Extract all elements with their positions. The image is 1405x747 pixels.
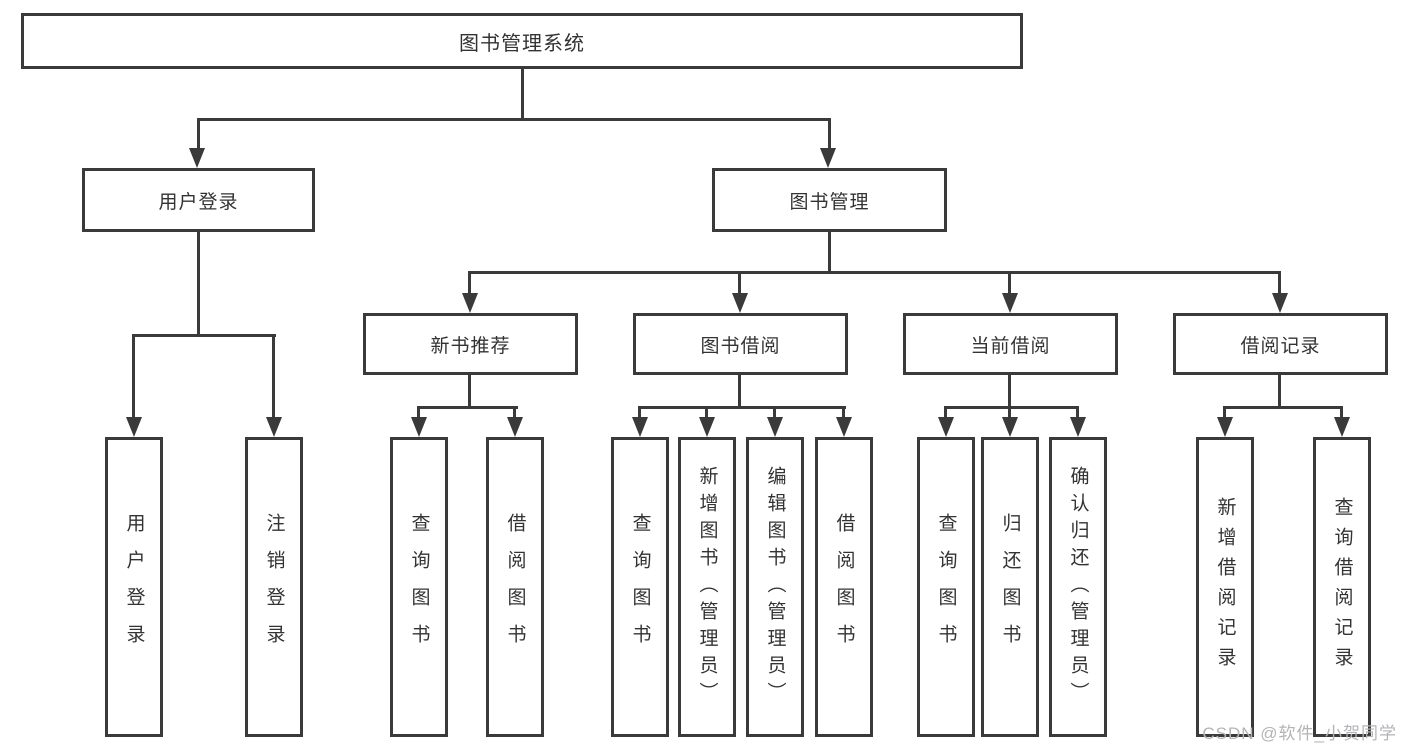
node-book-borrow-label: 图书借阅 bbox=[700, 335, 781, 357]
connector-line bbox=[638, 406, 846, 409]
node-current-borrow: 当前借阅 bbox=[903, 313, 1118, 375]
connector-line bbox=[705, 406, 708, 421]
leaf-add-book-admin: 新增图书（管理员） bbox=[678, 437, 736, 737]
leaf-user-login-label: 用户登录 bbox=[123, 513, 145, 661]
connector-line bbox=[944, 406, 1079, 409]
connector-line bbox=[1008, 406, 1011, 421]
leaf-query-books-borrow-label: 查询图书 bbox=[629, 513, 651, 661]
leaf-query-books-current: 查询图书 bbox=[917, 437, 975, 737]
connector-line bbox=[468, 375, 471, 408]
leaf-query-books-recommend: 查询图书 bbox=[390, 437, 448, 737]
leaf-borrow-books-label: 借阅图书 bbox=[833, 513, 855, 661]
arrow-down-icon bbox=[732, 293, 748, 313]
connector-line bbox=[521, 69, 524, 120]
connector-line bbox=[197, 118, 831, 121]
connector-line bbox=[417, 406, 518, 409]
arrow-down-icon bbox=[767, 417, 783, 437]
arrow-down-icon bbox=[1002, 293, 1018, 313]
connector-line bbox=[738, 271, 741, 297]
arrow-down-icon bbox=[1002, 417, 1018, 437]
leaf-confirm-return-admin: 确认归还（管理员） bbox=[1049, 437, 1107, 737]
connector-line bbox=[738, 375, 741, 408]
connector-line bbox=[1278, 375, 1281, 408]
node-borrow-records-label: 借阅记录 bbox=[1240, 335, 1321, 357]
leaf-edit-book-admin-label: 编辑图书（管理员） bbox=[764, 465, 786, 709]
connector-line bbox=[638, 406, 641, 421]
arrow-down-icon bbox=[189, 148, 205, 168]
leaf-query-borrow-record-label: 查询借阅记录 bbox=[1331, 497, 1353, 677]
node-book-borrow: 图书借阅 bbox=[633, 313, 848, 375]
leaf-confirm-return-admin-label: 确认归还（管理员） bbox=[1067, 465, 1089, 709]
leaf-query-borrow-record: 查询借阅记录 bbox=[1313, 437, 1371, 737]
connector-line bbox=[1008, 375, 1011, 408]
connector-line bbox=[132, 334, 135, 421]
leaf-query-books-borrow: 查询图书 bbox=[611, 437, 669, 737]
connector-line bbox=[132, 334, 276, 337]
node-new-book-recommend: 新书推荐 bbox=[363, 313, 578, 375]
leaf-add-borrow-record-label: 新增借阅记录 bbox=[1214, 497, 1236, 677]
arrow-down-icon bbox=[1070, 417, 1086, 437]
connector-line bbox=[1223, 406, 1226, 421]
leaf-query-books-current-label: 查询图书 bbox=[935, 513, 957, 661]
arrow-down-icon bbox=[507, 417, 523, 437]
leaf-return-book-label: 归还图书 bbox=[999, 513, 1021, 661]
node-new-book-recommend-label: 新书推荐 bbox=[430, 335, 511, 357]
node-borrow-records: 借阅记录 bbox=[1173, 313, 1388, 375]
node-book-management: 图书管理 bbox=[712, 168, 947, 232]
arrow-down-icon bbox=[938, 417, 954, 437]
connector-line bbox=[513, 406, 516, 421]
leaf-user-login: 用户登录 bbox=[105, 437, 163, 737]
arrow-down-icon bbox=[411, 417, 427, 437]
node-book-management-label: 图书管理 bbox=[789, 191, 870, 213]
arrow-down-icon bbox=[266, 417, 282, 437]
connector-line bbox=[828, 232, 831, 274]
node-user-login: 用户登录 bbox=[82, 168, 315, 232]
connector-line bbox=[197, 232, 200, 337]
leaf-logout: 注销登录 bbox=[245, 437, 303, 737]
connector-line bbox=[773, 406, 776, 421]
leaf-borrow-books-recommend-label: 借阅图书 bbox=[504, 513, 526, 661]
connector-line bbox=[468, 271, 471, 297]
arrow-down-icon bbox=[462, 293, 478, 313]
leaf-query-books-recommend-label: 查询图书 bbox=[408, 513, 430, 661]
leaf-logout-label: 注销登录 bbox=[263, 513, 285, 661]
connector-line bbox=[1223, 406, 1343, 409]
leaf-add-borrow-record: 新增借阅记录 bbox=[1196, 437, 1254, 737]
arrow-down-icon bbox=[1272, 293, 1288, 313]
node-root: 图书管理系统 bbox=[21, 13, 1023, 69]
arrow-down-icon bbox=[126, 417, 142, 437]
node-root-label: 图书管理系统 bbox=[459, 32, 585, 55]
arrow-down-icon bbox=[1334, 417, 1350, 437]
connector-line bbox=[197, 118, 200, 150]
connector-line bbox=[1076, 406, 1079, 421]
node-user-login-label: 用户登录 bbox=[158, 191, 239, 213]
connector-line bbox=[1008, 271, 1011, 297]
arrow-down-icon bbox=[820, 148, 836, 168]
arrow-down-icon bbox=[1217, 417, 1233, 437]
node-current-borrow-label: 当前借阅 bbox=[970, 335, 1051, 357]
connector-line bbox=[1278, 271, 1281, 297]
arrow-down-icon bbox=[836, 417, 852, 437]
leaf-add-book-admin-label: 新增图书（管理员） bbox=[696, 465, 718, 709]
csdn-watermark: CSDN @软件_小贺同学 bbox=[1202, 724, 1397, 743]
connector-line bbox=[272, 334, 275, 421]
leaf-borrow-books-recommend: 借阅图书 bbox=[486, 437, 544, 737]
leaf-borrow-books: 借阅图书 bbox=[815, 437, 873, 737]
leaf-edit-book-admin: 编辑图书（管理员） bbox=[746, 437, 804, 737]
connector-line bbox=[417, 406, 420, 421]
connector-line bbox=[468, 271, 1281, 274]
connector-line bbox=[828, 118, 831, 150]
arrow-down-icon bbox=[699, 417, 715, 437]
connector-line bbox=[944, 406, 947, 421]
connector-line bbox=[1340, 406, 1343, 421]
leaf-return-book: 归还图书 bbox=[981, 437, 1039, 737]
arrow-down-icon bbox=[632, 417, 648, 437]
connector-line bbox=[842, 406, 845, 421]
